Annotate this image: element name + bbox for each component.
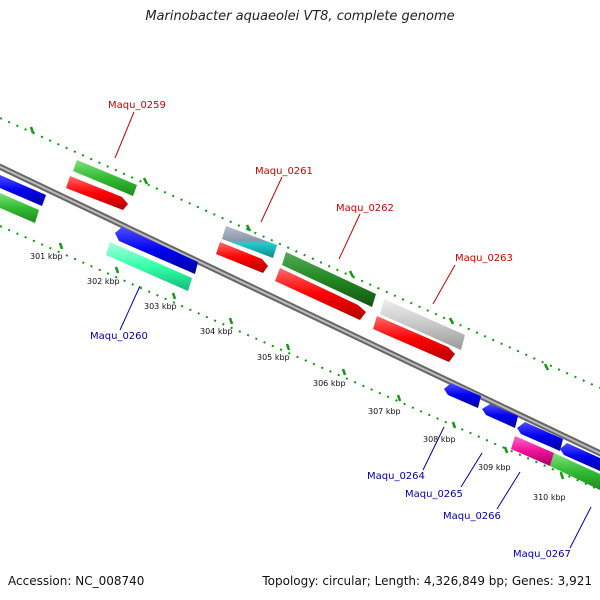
- accession-text: Accession: NC_008740: [8, 574, 145, 588]
- gene-label: Maqu_0261: [255, 166, 313, 177]
- tick-label: 310 kbp: [533, 493, 566, 502]
- tick-label: 301 kbp: [30, 252, 63, 261]
- label-leaders-upper: [114, 111, 456, 305]
- gene-label: Maqu_0265: [405, 489, 463, 500]
- upper-tick-track: [0, 117, 600, 389]
- cds-arrow: [0, 175, 46, 206]
- major-ticks: [29, 126, 565, 480]
- cds-arrow: [373, 316, 455, 362]
- cds-arrow: [115, 227, 198, 274]
- lower-cog-features[interactable]: [0, 193, 600, 490]
- cds-arrow: [517, 422, 563, 451]
- cds-arrow: [560, 443, 600, 471]
- tick-label: 303 kbp: [144, 302, 177, 311]
- genome-backbone: [0, 163, 600, 457]
- cog-feature: [106, 242, 192, 291]
- tick-label: 307 kbp: [368, 407, 401, 416]
- upper-cds-features[interactable]: [66, 176, 455, 362]
- tick-label: 304 kbp: [200, 327, 233, 336]
- gene-label: Maqu_0260: [90, 331, 148, 342]
- gene-label: Maqu_0267: [513, 549, 571, 560]
- tick-label: 308 kbp: [423, 435, 456, 444]
- cog-feature: [550, 453, 600, 490]
- cog-feature: [511, 436, 554, 466]
- upper-cog-features[interactable]: [73, 160, 465, 350]
- gene-label: Maqu_0262: [336, 203, 394, 214]
- label-leaders-lower: [119, 285, 592, 549]
- tick-label: 306 kbp: [313, 379, 346, 388]
- gene-labels-upper[interactable]: Maqu_0259 Maqu_0261 Maqu_0262 Maqu_0263: [108, 100, 513, 264]
- tick-label: 305 kbp: [257, 353, 290, 362]
- gene-labels-lower[interactable]: Maqu_0260 Maqu_0264 Maqu_0265 Maqu_0266 …: [90, 331, 571, 560]
- gene-label: Maqu_0263: [455, 253, 513, 264]
- gene-label: Maqu_0259: [108, 100, 166, 111]
- cog-feature: [0, 193, 39, 223]
- cog-feature: [222, 226, 277, 258]
- gene-label: Maqu_0266: [443, 511, 501, 522]
- cds-arrow: [275, 268, 366, 320]
- summary-text: Topology: circular; Length: 4,326,849 bp…: [262, 574, 592, 588]
- cog-feature: [282, 252, 376, 307]
- cds-arrow: [216, 242, 268, 273]
- cog-feature: [73, 160, 137, 196]
- tick-label: 309 kbp: [478, 463, 511, 472]
- cds-arrow: [444, 383, 481, 408]
- cds-arrow: [482, 404, 518, 428]
- lower-cds-features[interactable]: [0, 175, 600, 471]
- kbp-labels: 301 kbp 302 kbp 303 kbp 304 kbp 305 kbp …: [30, 252, 566, 502]
- cds-arrow: [66, 176, 128, 210]
- gene-label: Maqu_0264: [367, 471, 425, 482]
- lower-tick-track: [0, 225, 600, 491]
- map-title: Marinobacter aquaeolei VT8, complete gen…: [145, 9, 455, 24]
- tick-label: 302 kbp: [87, 277, 120, 286]
- cog-feature: [380, 299, 465, 350]
